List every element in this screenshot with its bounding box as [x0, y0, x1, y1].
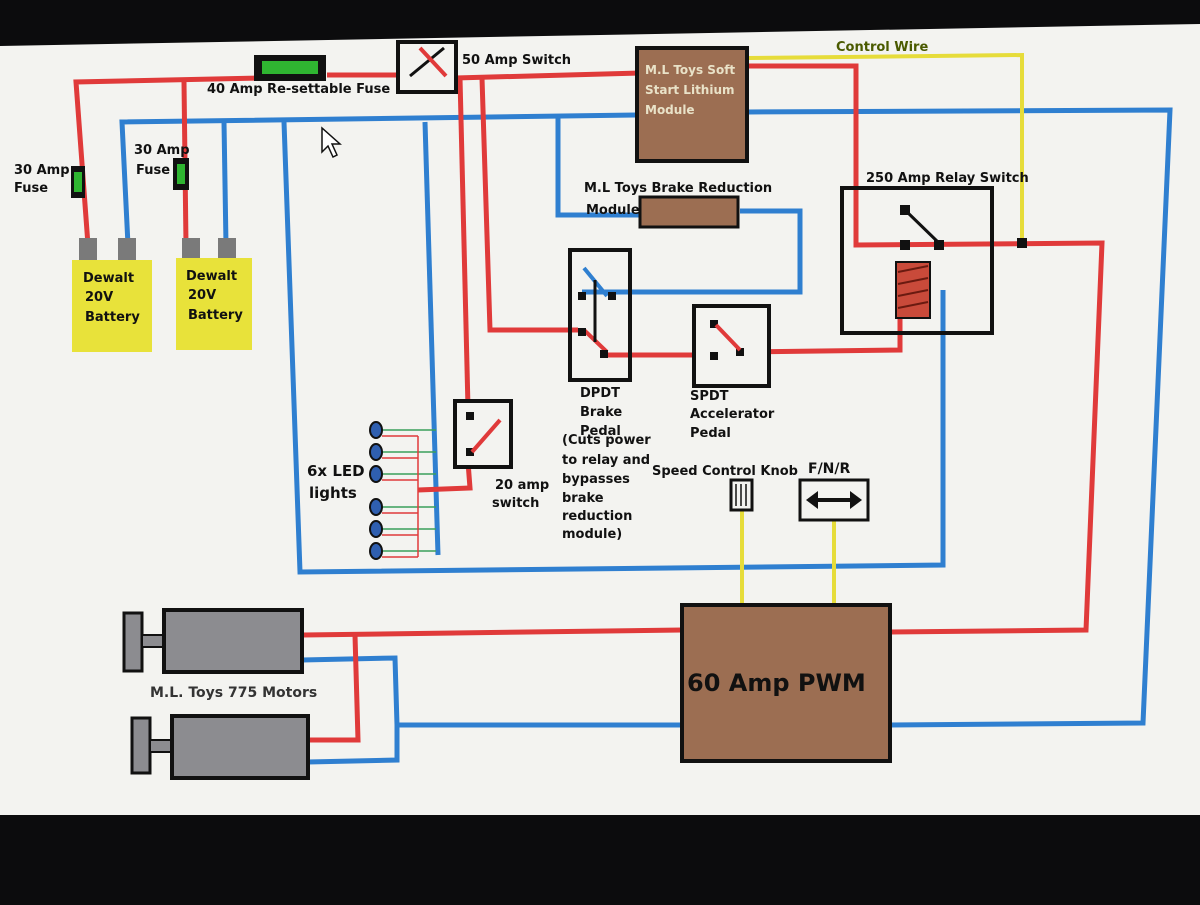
switch-20-amp: 20 amp switch	[453, 399, 549, 511]
softstart-line2: Start Lithium	[645, 83, 735, 97]
fuse30a-line1: 30 Amp	[14, 163, 70, 178]
brake-module-line2: Module	[586, 203, 640, 218]
fuse30a-line2: Fuse	[14, 181, 48, 196]
dpdt-line3: Pedal	[580, 424, 621, 439]
cursor-arrow-icon	[321, 126, 342, 159]
control-wire-label: Control Wire	[836, 40, 928, 55]
fuse-40-label: 40 Amp Re-settable Fuse	[207, 82, 390, 97]
spdt-line1: SPDT	[690, 389, 729, 404]
switch-icon	[568, 248, 632, 382]
speed-control-knob: Speed Control Knob	[652, 464, 798, 512]
battery-1: Dewalt 20V Battery	[72, 238, 152, 352]
battery1-line3: Battery	[85, 310, 140, 325]
fnr-arrows-icon	[806, 491, 862, 509]
battery2-line3: Battery	[188, 308, 243, 323]
spdt-line3: Pedal	[690, 426, 731, 441]
battery1-line2: 20V	[85, 290, 113, 305]
control-wires	[740, 52, 1024, 606]
dpdt-note-2: to relay and	[562, 453, 650, 468]
softstart-line1: M.L Toys Soft	[645, 63, 735, 77]
dpdt-line1: DPDT	[580, 386, 620, 401]
battery2-line1: Dewalt	[186, 269, 237, 284]
switch-icon	[396, 40, 458, 94]
dpdt-note-1: (Cuts power	[562, 433, 651, 448]
switch-icon	[453, 399, 513, 469]
dpdt-note-3: bypasses	[562, 472, 630, 487]
motors-label: M.L. Toys 775 Motors	[150, 685, 317, 701]
dpdt-note: (Cuts power to relay and bypasses brake …	[562, 433, 651, 542]
brake-reduction-module: M.L Toys Brake Reduction Module	[584, 181, 772, 229]
switch-icon	[692, 304, 771, 388]
led-line1: 6x LED	[307, 462, 365, 480]
dpdt-note-6: module)	[562, 527, 622, 542]
battery-2: Dewalt 20V Battery	[176, 238, 252, 350]
negative-wires	[119, 107, 1173, 765]
fuse-30-amp-b: 30 Amp Fuse	[134, 143, 190, 190]
led-line2: lights	[309, 484, 357, 502]
battery2-line2: 20V	[188, 288, 216, 303]
soft-start-module: M.L Toys Soft Start Lithium Module	[635, 46, 749, 163]
fuse-40-amp: 40 Amp Re-settable Fuse	[207, 55, 390, 97]
softstart-line3: Module	[645, 103, 695, 117]
switch20-line2: switch	[492, 496, 539, 511]
motor-1	[122, 608, 304, 674]
led-icon	[369, 421, 383, 439]
switch20-line1: 20 amp	[495, 478, 549, 493]
fnr-label: F/N/R	[808, 461, 851, 477]
battery1-line1: Dewalt	[83, 271, 134, 286]
led-lights: 6x LED lights	[307, 421, 436, 560]
relay-label: 250 Amp Relay Switch	[866, 171, 1029, 186]
fnr-switch: F/N/R	[798, 461, 870, 522]
led-icon	[369, 465, 383, 483]
dpdt-note-4: brake	[562, 491, 604, 506]
spdt-line2: Accelerator	[690, 407, 775, 422]
pwm-controller: 60 Amp PWM	[680, 603, 892, 763]
led-icon	[369, 443, 383, 461]
dpdt-brake-pedal: DPDT Brake Pedal	[568, 248, 632, 439]
fuse30b-line1: 30 Amp	[134, 143, 190, 158]
motor-2	[130, 714, 310, 780]
dpdt-line2: Brake	[580, 405, 622, 420]
dpdt-note-5: reduction	[562, 509, 632, 524]
speed-knob-label: Speed Control Knob	[652, 464, 798, 479]
spdt-accelerator-pedal: SPDT Accelerator Pedal	[690, 304, 775, 441]
led-icon	[369, 498, 383, 516]
relay-250-amp: 250 Amp Relay Switch	[840, 171, 1029, 335]
switch-50-label: 50 Amp Switch	[462, 53, 571, 68]
led-icon	[369, 520, 383, 538]
fuse30b-line2: Fuse	[136, 163, 170, 178]
fuse-30-amp-a: 30 Amp Fuse	[14, 163, 85, 198]
brake-module-line1: M.L Toys Brake Reduction	[584, 181, 772, 196]
pwm-label: 60 Amp PWM	[687, 669, 866, 697]
led-icon	[369, 542, 383, 560]
switch-50-amp: 50 Amp Switch	[396, 40, 571, 94]
